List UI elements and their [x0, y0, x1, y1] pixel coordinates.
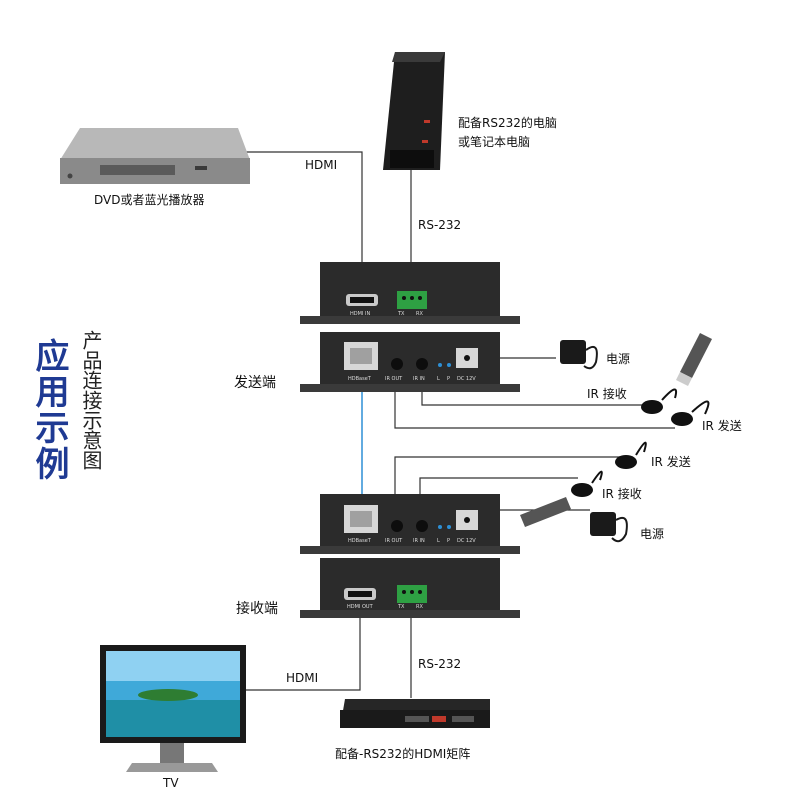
port-p-top: P	[447, 376, 451, 382]
port-dc-bottom: DC 12V	[457, 538, 476, 544]
pc-tower	[383, 52, 445, 170]
port-hdbaset-bottom: HDBaseT	[348, 538, 371, 544]
ir-devices	[571, 388, 710, 497]
receiver-front-panel	[300, 494, 520, 554]
sender-label: 发送端	[234, 375, 276, 391]
port-tx-bottom: TX	[398, 604, 405, 610]
port-tx-top: TX	[398, 311, 405, 317]
port-p-bottom: P	[447, 538, 451, 544]
dvd-label: DVD或者蓝光播放器	[94, 193, 205, 207]
power-adapter-top	[560, 340, 598, 370]
port-ir-in-top: IR IN	[413, 376, 425, 382]
tv-label: TV	[163, 776, 179, 790]
sender-front-panel	[300, 332, 520, 392]
port-ir-in-bottom: IR IN	[413, 538, 425, 544]
port-hdmi-in: HDMI IN	[350, 311, 371, 317]
dvd-player	[60, 128, 250, 184]
port-l-bottom: L	[437, 538, 440, 544]
receiver-rear-panel	[300, 558, 520, 618]
ir-receiver-bottom-icon	[571, 483, 593, 497]
pc-label: 配备RS232的电脑 或笔记本电脑	[458, 116, 557, 149]
hdmi-top-label: HDMI	[305, 158, 338, 172]
page-title: 应用示例	[29, 338, 69, 482]
port-dc-top: DC 12V	[457, 376, 476, 382]
rs232-top-label: RS-232	[418, 218, 462, 232]
port-rx-bottom: RX	[416, 604, 423, 610]
power-adapter-bottom	[590, 512, 628, 543]
sender-rear-panel	[300, 262, 520, 324]
hdmi-cable-top	[238, 151, 363, 292]
port-ir-out-top: IR OUT	[385, 376, 403, 382]
hdmi-matrix	[340, 699, 490, 728]
remote-control-top	[676, 333, 712, 386]
ir-receiver-top-icon	[641, 400, 663, 414]
ir-rx-top-label: IR 接收	[587, 387, 627, 401]
remote-control-bottom	[520, 497, 571, 527]
ir-tx-bottom-label: IR 发送	[651, 455, 691, 469]
hdmi-cable-bottom	[246, 612, 361, 691]
port-rx-top: RX	[416, 311, 423, 317]
tv	[100, 645, 246, 772]
port-hdbaset-top: HDBaseT	[348, 376, 371, 382]
power-top-label: 电源	[606, 352, 631, 366]
rs232-bottom-label: RS-232	[418, 657, 462, 671]
port-l-top: L	[437, 376, 440, 382]
port-hdmi-out: HDMI OUT	[347, 604, 373, 610]
ir-rx-bottom-label: IR 接收	[602, 487, 642, 501]
ir-tx-top-label: IR 发送	[702, 419, 742, 433]
ir-emitter-top-icon	[671, 412, 693, 426]
power-bottom-label: 电源	[640, 527, 665, 541]
matrix-label: 配备-RS232的HDMI矩阵	[335, 747, 471, 761]
hdmi-bottom-label: HDMI	[286, 671, 319, 685]
receiver-label: 接收端	[236, 601, 278, 617]
page-subtitle: 产品连接示意图	[79, 330, 103, 470]
port-ir-out-bottom: IR OUT	[385, 538, 403, 544]
ir-emitter-bottom-icon	[615, 455, 637, 469]
